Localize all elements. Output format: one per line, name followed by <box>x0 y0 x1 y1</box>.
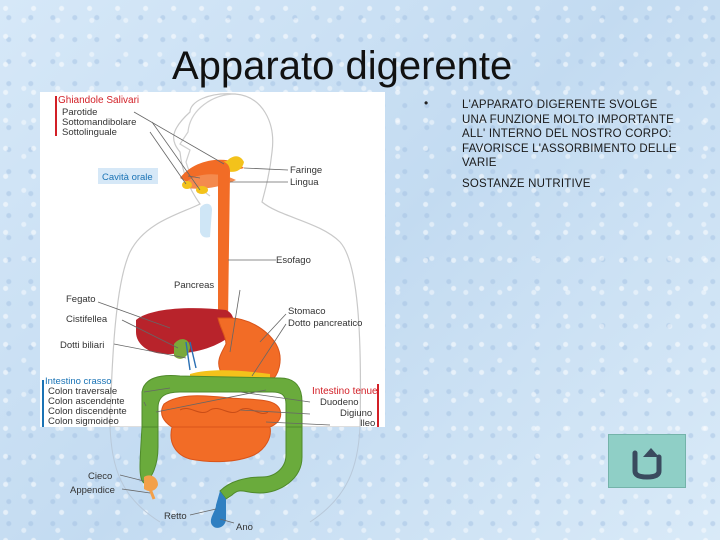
label-cieco: Cieco <box>88 471 112 482</box>
label-fegato: Fegato <box>66 294 96 305</box>
ascending-colon-lower <box>140 427 158 483</box>
digestive-system-lower: Cieco Appendice Retto Ano <box>40 427 385 540</box>
bullet-text-last: SOSTANZE NUTRITIVE <box>462 177 682 192</box>
back-button[interactable] <box>608 434 686 488</box>
return-arrow-icon <box>627 441 667 481</box>
digestive-system-figure: Ghiandole Salivari Parotide Sottomandibo… <box>40 92 385 427</box>
small-intestine-lower <box>171 427 270 462</box>
slide-title: Apparato digerente <box>172 44 512 89</box>
digestive-system-illustration: Ghiandole Salivari Parotide Sottomandibo… <box>40 92 385 427</box>
trachea-shape <box>200 204 212 238</box>
bullet-text: L'APPARATO DIGERENTE SVOLGE UNA FUNZIONE… <box>462 98 682 191</box>
digestive-system-lower-illustration: Cieco Appendice Retto Ano <box>40 427 385 540</box>
bullet-text-main: L'APPARATO DIGERENTE SVOLGE UNA FUNZIONE… <box>462 99 677 169</box>
bullet-point-marker: • <box>424 96 428 110</box>
label-ileo: Ileo <box>360 418 375 427</box>
label-dotto-pancreatico: Dotto pancreatico <box>288 318 362 329</box>
label-retto: Retto <box>164 511 187 522</box>
label-lingua: Lingua <box>290 177 319 188</box>
appendix-shape <box>150 489 154 499</box>
label-colon-sigmoideo: Colon sigmoideo <box>48 416 119 427</box>
label-pancreas: Pancreas <box>174 280 214 291</box>
esophagus-shape <box>216 161 230 320</box>
label-sottolinguale: Sottolinguale <box>62 127 117 138</box>
label-dotti-biliari: Dotti biliari <box>60 340 104 351</box>
label-stomaco: Stomaco <box>288 306 326 317</box>
label-appendice: Appendice <box>70 485 115 496</box>
label-faringe: Faringe <box>290 165 322 176</box>
label-cistifellea: Cistifellea <box>66 314 108 325</box>
label-ano: Ano <box>236 522 253 533</box>
label-cavita-orale: Cavità orale <box>102 172 153 183</box>
sublingual-gland-shape <box>182 181 192 189</box>
salivary-heading: Ghiandole Salivari <box>58 95 139 106</box>
small-intestine-heading: Intestino tenue <box>312 386 378 397</box>
label-duodeno: Duodeno <box>320 397 359 408</box>
label-esofago: Esofago <box>276 255 311 266</box>
